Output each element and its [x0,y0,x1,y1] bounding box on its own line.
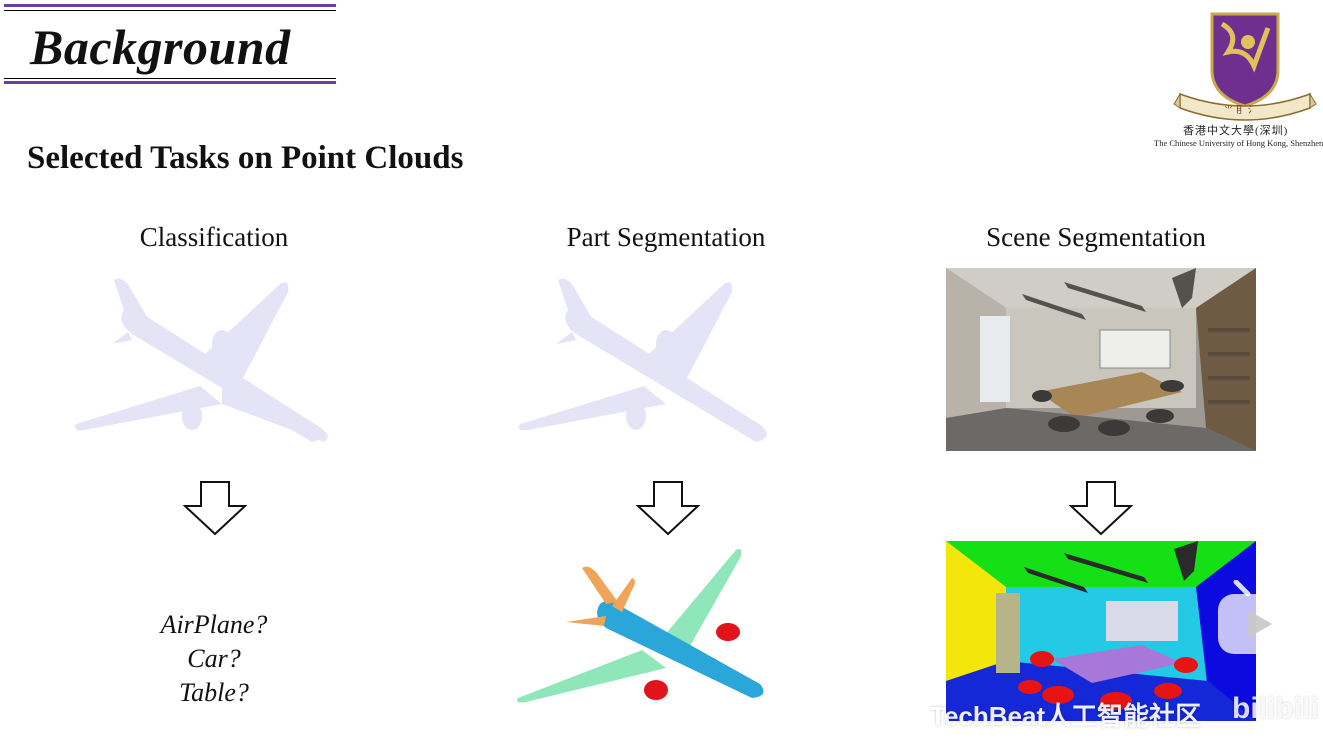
part-segmentation-output-airplane [517,549,764,703]
scene-input-point-cloud-room [946,268,1256,451]
scene-segmentation-output-room [946,541,1256,721]
bilibili-logo: bilibili [1232,692,1319,725]
university-name-english: The Chinese University of Hong Kong, She… [1154,138,1323,148]
classification-output-labels: AirPlane? Car? Table? [161,608,268,710]
class-label: Car? [187,644,241,673]
title-rule-top [4,4,336,7]
column-title-classification: Classification [139,222,289,252]
title-block: Background [4,4,336,86]
bilibili-tv-icon [1218,580,1296,654]
title-rule-bottom-thin [4,78,336,79]
class-label: AirPlane? [160,610,268,639]
part-segmentation-input-point-cloud-airplane [519,278,767,442]
university-name-chinese: 香港中文大學(深圳) [1183,125,1289,137]
down-arrow-icon [636,481,700,536]
down-arrow-icon [1069,481,1133,536]
down-arrow-icon [183,481,247,536]
section-subtitle: Selected Tasks on Point Clouds [27,140,464,176]
column-title-part-segmentation: Part Segmentation [566,222,766,252]
university-crest-logo: ⺌ ⺝ ⺡ [1173,12,1317,121]
classification-input-point-cloud-airplane [75,278,328,442]
techbeat-watermark: TechBeat人工智能社区 [930,701,1202,731]
svg-text:⺌ ⺝ ⺡: ⺌ ⺝ ⺡ [1224,105,1257,116]
column-title-scene-segmentation: Scene Segmentation [986,222,1206,252]
class-label: Table? [179,678,249,707]
slide-title: Background [30,19,291,75]
title-rule-bottom [4,81,336,84]
title-rule-top-thin [4,10,336,11]
